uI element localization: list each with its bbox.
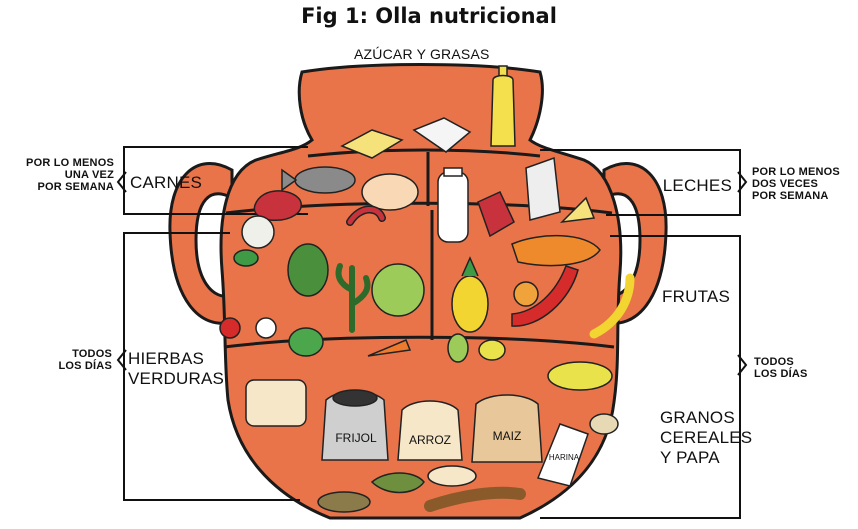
chicken-icon (362, 174, 418, 210)
bread-icon (246, 380, 306, 426)
label-hierbas-line-2: VERDURAS (128, 369, 224, 389)
label-granos-cereales-papa: GRANOS CEREALES Y PAPA (660, 408, 752, 468)
label-granos-line-3: Y PAPA (660, 448, 752, 468)
frequency-right-top-line-1: POR LO MENOS (752, 166, 840, 178)
figure-title: Fig 1: Olla nutricional (0, 4, 858, 28)
label-leches: LECHES (642, 176, 732, 196)
flour-bag-label: HARINA (549, 453, 580, 462)
frequency-right-bottom-line-1: TODOS (754, 356, 808, 368)
label-granos-line-2: CEREALES (660, 428, 752, 448)
tomato-icon (220, 318, 240, 338)
frequency-left-top-line-3: POR SEMANA (2, 181, 114, 193)
corn-sack-label: MAIZ (493, 429, 522, 443)
milk-bottle-icon (438, 168, 468, 242)
frequency-right-bottom-line-2: LOS DÍAS (754, 368, 808, 380)
frequency-left-top-line-1: POR LO MENOS (2, 157, 114, 169)
bean-sack-icon: FRIJOL (322, 390, 388, 460)
frequency-left-top: POR LO MENOS UNA VEZ POR SEMANA (2, 157, 114, 193)
frequency-left-bottom-line-2: LOS DÍAS (20, 360, 112, 372)
frequency-right-top: POR LO MENOS DOS VECES POR SEMANA (752, 166, 840, 202)
label-hierbas-verduras: HIERBAS VERDURAS (128, 349, 224, 389)
frequency-right-bottom: TODOS LOS DÍAS (754, 356, 808, 380)
pepper-icon (289, 328, 323, 356)
rice-sack-label: ARROZ (409, 433, 451, 447)
oil-bottle-icon (491, 66, 515, 146)
rice-sack-icon: ARROZ (398, 401, 462, 460)
potato-icon (590, 414, 618, 434)
milk-carton-icon (526, 158, 560, 220)
orange-icon (514, 282, 538, 306)
bean-sack-label: FRIJOL (335, 431, 377, 445)
frequency-left-bottom: TODOS LOS DÍAS (20, 348, 112, 372)
plantain-icon (318, 492, 370, 512)
tortillas-icon (428, 466, 476, 486)
lemon-icon (479, 340, 505, 360)
cabbage-icon (372, 264, 424, 316)
label-sugar-fats: AZÚCAR Y GRASAS (354, 46, 490, 62)
pear-icon (448, 334, 468, 362)
frequency-right-top-line-3: POR SEMANA (752, 190, 840, 202)
frequency-right-top-line-2: DOS VECES (752, 178, 840, 190)
frequency-left-bottom-line-1: TODOS (20, 348, 112, 360)
label-hierbas-line-1: HIERBAS (128, 349, 224, 369)
label-carnes: CARNES (130, 173, 202, 193)
grain-bowl-icon (548, 362, 612, 390)
frequency-left-top-line-2: UNA VEZ (2, 169, 114, 181)
onion-icon (256, 318, 276, 338)
lettuce-icon (288, 244, 328, 296)
corn-sack-icon: MAIZ (472, 395, 542, 462)
label-frutas: FRUTAS (642, 287, 730, 307)
label-granos-line-1: GRANOS (660, 408, 752, 428)
